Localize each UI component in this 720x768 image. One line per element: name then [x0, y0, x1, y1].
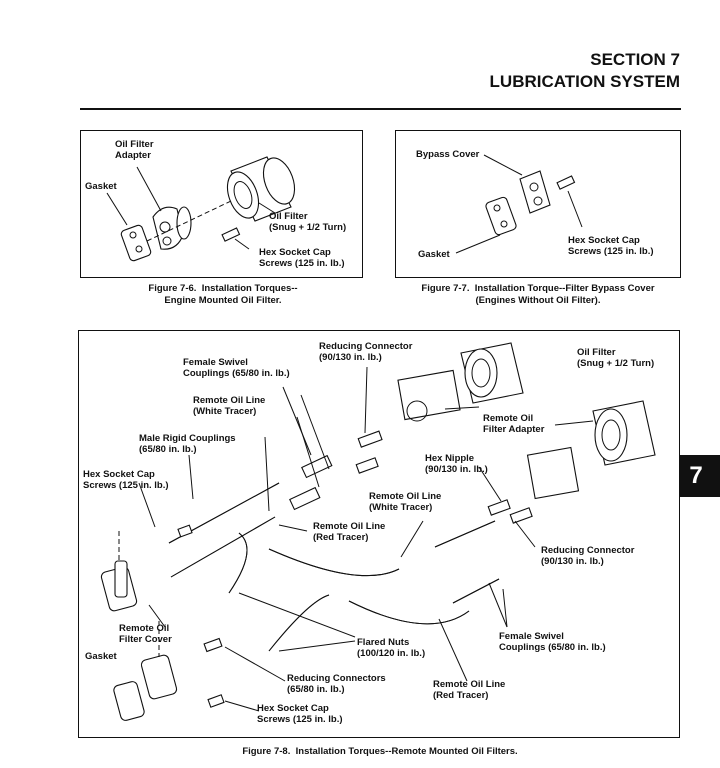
fig78-label-male-rigid: Male Rigid Couplings (65/80 in. lb.) [139, 433, 236, 455]
fig76-label-gasket: Gasket [85, 181, 117, 192]
figure-7-7-drawing [455, 154, 583, 254]
fig78-label-hex-socket-left: Hex Socket Cap Screws (125 in. lb.) [83, 469, 169, 491]
figure-7-6: Oil Filter Adapter Gasket Oil Filter (Sn… [80, 130, 363, 278]
fig78-label-hex-socket-bottom: Hex Socket Cap Screws (125 in. lb.) [257, 703, 343, 725]
fig78-label-female-swivel-bottom: Female Swivel Couplings (65/80 in. lb.) [499, 631, 606, 653]
figure-7-6-drawing [106, 156, 296, 262]
fig78-label-remote-cover: Remote Oil Filter Cover [119, 623, 172, 645]
figure-7-8-drawing [100, 342, 656, 721]
fig78-label-remote-red-1: Remote Oil Line (Red Tracer) [313, 521, 386, 543]
fig77-label-gasket: Gasket [418, 249, 450, 260]
fig78-label-hex-nipple: Hex Nipple (90/130 in. lb.) [425, 453, 488, 475]
fig78-label-reducing-connectors: Reducing Connectors (65/80 in. lb.) [287, 673, 386, 695]
fig77-label-bypass: Bypass Cover [416, 149, 480, 160]
fig78-label-remote-white-1: Remote Oil Line (White Tracer) [193, 395, 266, 417]
section-number: SECTION 7 [590, 50, 680, 69]
fig78-label-flared-nuts: Flared Nuts (100/120 in. lb.) [357, 637, 426, 659]
fig77-label-screws: Hex Socket Cap Screws (125 in. lb.) [568, 235, 654, 257]
figure-7-7: Bypass Cover Hex Socket Cap Screws (125 … [395, 130, 681, 278]
fig78-label-gasket: Gasket [85, 651, 117, 662]
figure-7-8-caption: Figure 7-8. Installation Torques--Remote… [242, 746, 518, 757]
fig76-label-screws: Hex Socket Cap Screws (125 in. lb.) [259, 247, 345, 269]
fig78-label-remote-red-2: Remote Oil Line (Red Tracer) [433, 679, 506, 701]
fig78-label-reducing-right: Reducing Connector (90/130 in. lb.) [541, 545, 635, 567]
fig78-label-reducing-top: Reducing Connector (90/130 in. lb.) [319, 341, 413, 363]
fig78-label-oil-filter: Oil Filter (Snug + 1/2 Turn) [577, 347, 655, 369]
fig78-label-remote-adapter: Remote Oil Filter Adapter [483, 413, 545, 435]
section-tab: 7 [672, 455, 720, 497]
figure-7-7-caption: Figure 7-7. Installation Torque--Filter … [421, 283, 655, 306]
fig78-label-remote-white-2: Remote Oil Line (White Tracer) [369, 491, 442, 513]
section-title: LUBRICATION SYSTEM [489, 72, 680, 91]
figure-7-8: Reducing Connector (90/130 in. lb.) Oil … [78, 330, 680, 738]
figure-7-6-caption: Figure 7-6. Installation Torques-- Engin… [148, 283, 298, 306]
fig78-label-female-swivel-top: Female Swivel Couplings (65/80 in. lb.) [183, 357, 290, 379]
fig76-label-filter: Oil Filter (Snug + 1/2 Turn) [269, 211, 347, 233]
fig76-label-adapter: Oil Filter Adapter [115, 139, 154, 161]
header-rule [80, 108, 681, 110]
